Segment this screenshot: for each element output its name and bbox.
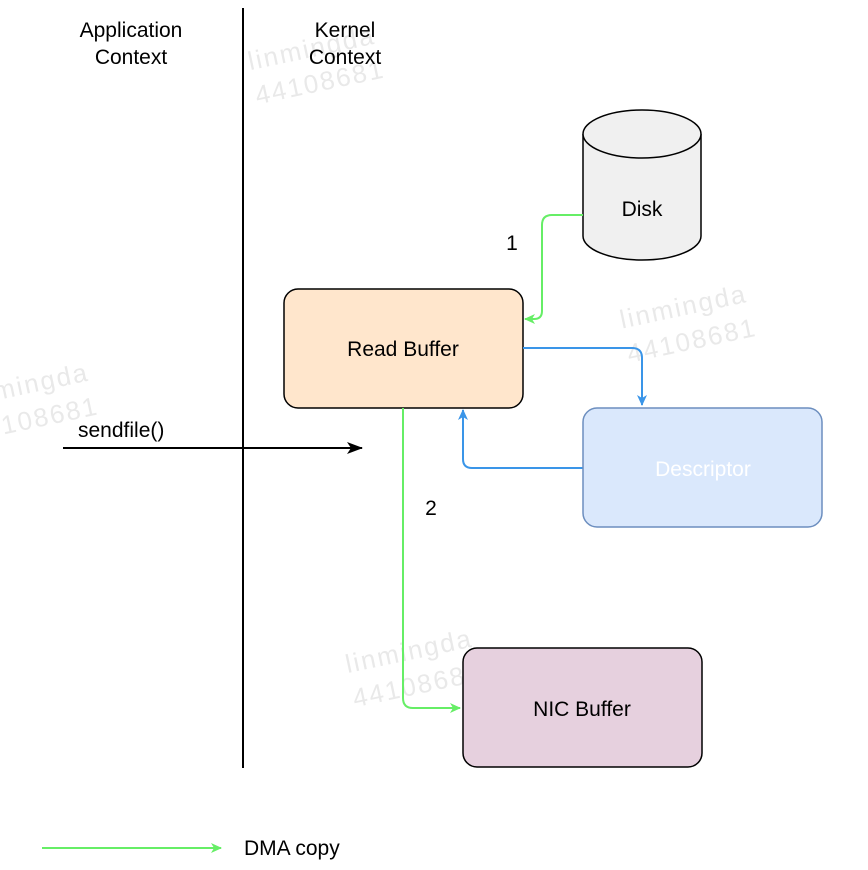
dma-edge-disk-to-read-buffer bbox=[524, 214, 583, 324]
disk-cylinder-top bbox=[582, 109, 702, 159]
dma-edge-read-buffer-to-nic bbox=[402, 408, 461, 713]
nic-buffer-label: NIC Buffer bbox=[533, 698, 631, 721]
application-context-heading-line1: Application bbox=[80, 19, 183, 42]
edge-descriptor-to-read-buffer bbox=[458, 409, 583, 469]
descriptor-node: Descriptor bbox=[582, 407, 823, 528]
nic-buffer-box bbox=[462, 647, 703, 768]
disk-label: Disk bbox=[622, 198, 663, 221]
descriptor-label: Descriptor bbox=[655, 458, 751, 481]
disk-node: Disk bbox=[582, 109, 702, 261]
edge-read-buffer-to-descriptor bbox=[523, 347, 647, 406]
application-context-heading-line2: Context bbox=[95, 46, 168, 69]
read-buffer-label: Read Buffer bbox=[347, 338, 459, 361]
step-1-label: 1 bbox=[506, 232, 518, 255]
nic-buffer-node: NIC Buffer bbox=[462, 647, 703, 768]
legend-dma-label: DMA copy bbox=[244, 837, 340, 860]
step-2-label: 2 bbox=[425, 497, 437, 520]
read-buffer-node: Read Buffer bbox=[283, 288, 524, 409]
legend: DMA copy bbox=[42, 837, 340, 860]
kernel-context-heading-line2: Context bbox=[309, 46, 382, 69]
sendfile-label: sendfile() bbox=[78, 419, 164, 442]
descriptor-box bbox=[582, 407, 823, 528]
kernel-context-heading-line1: Kernel bbox=[315, 19, 376, 42]
disk-cylinder-body bbox=[582, 134, 702, 261]
